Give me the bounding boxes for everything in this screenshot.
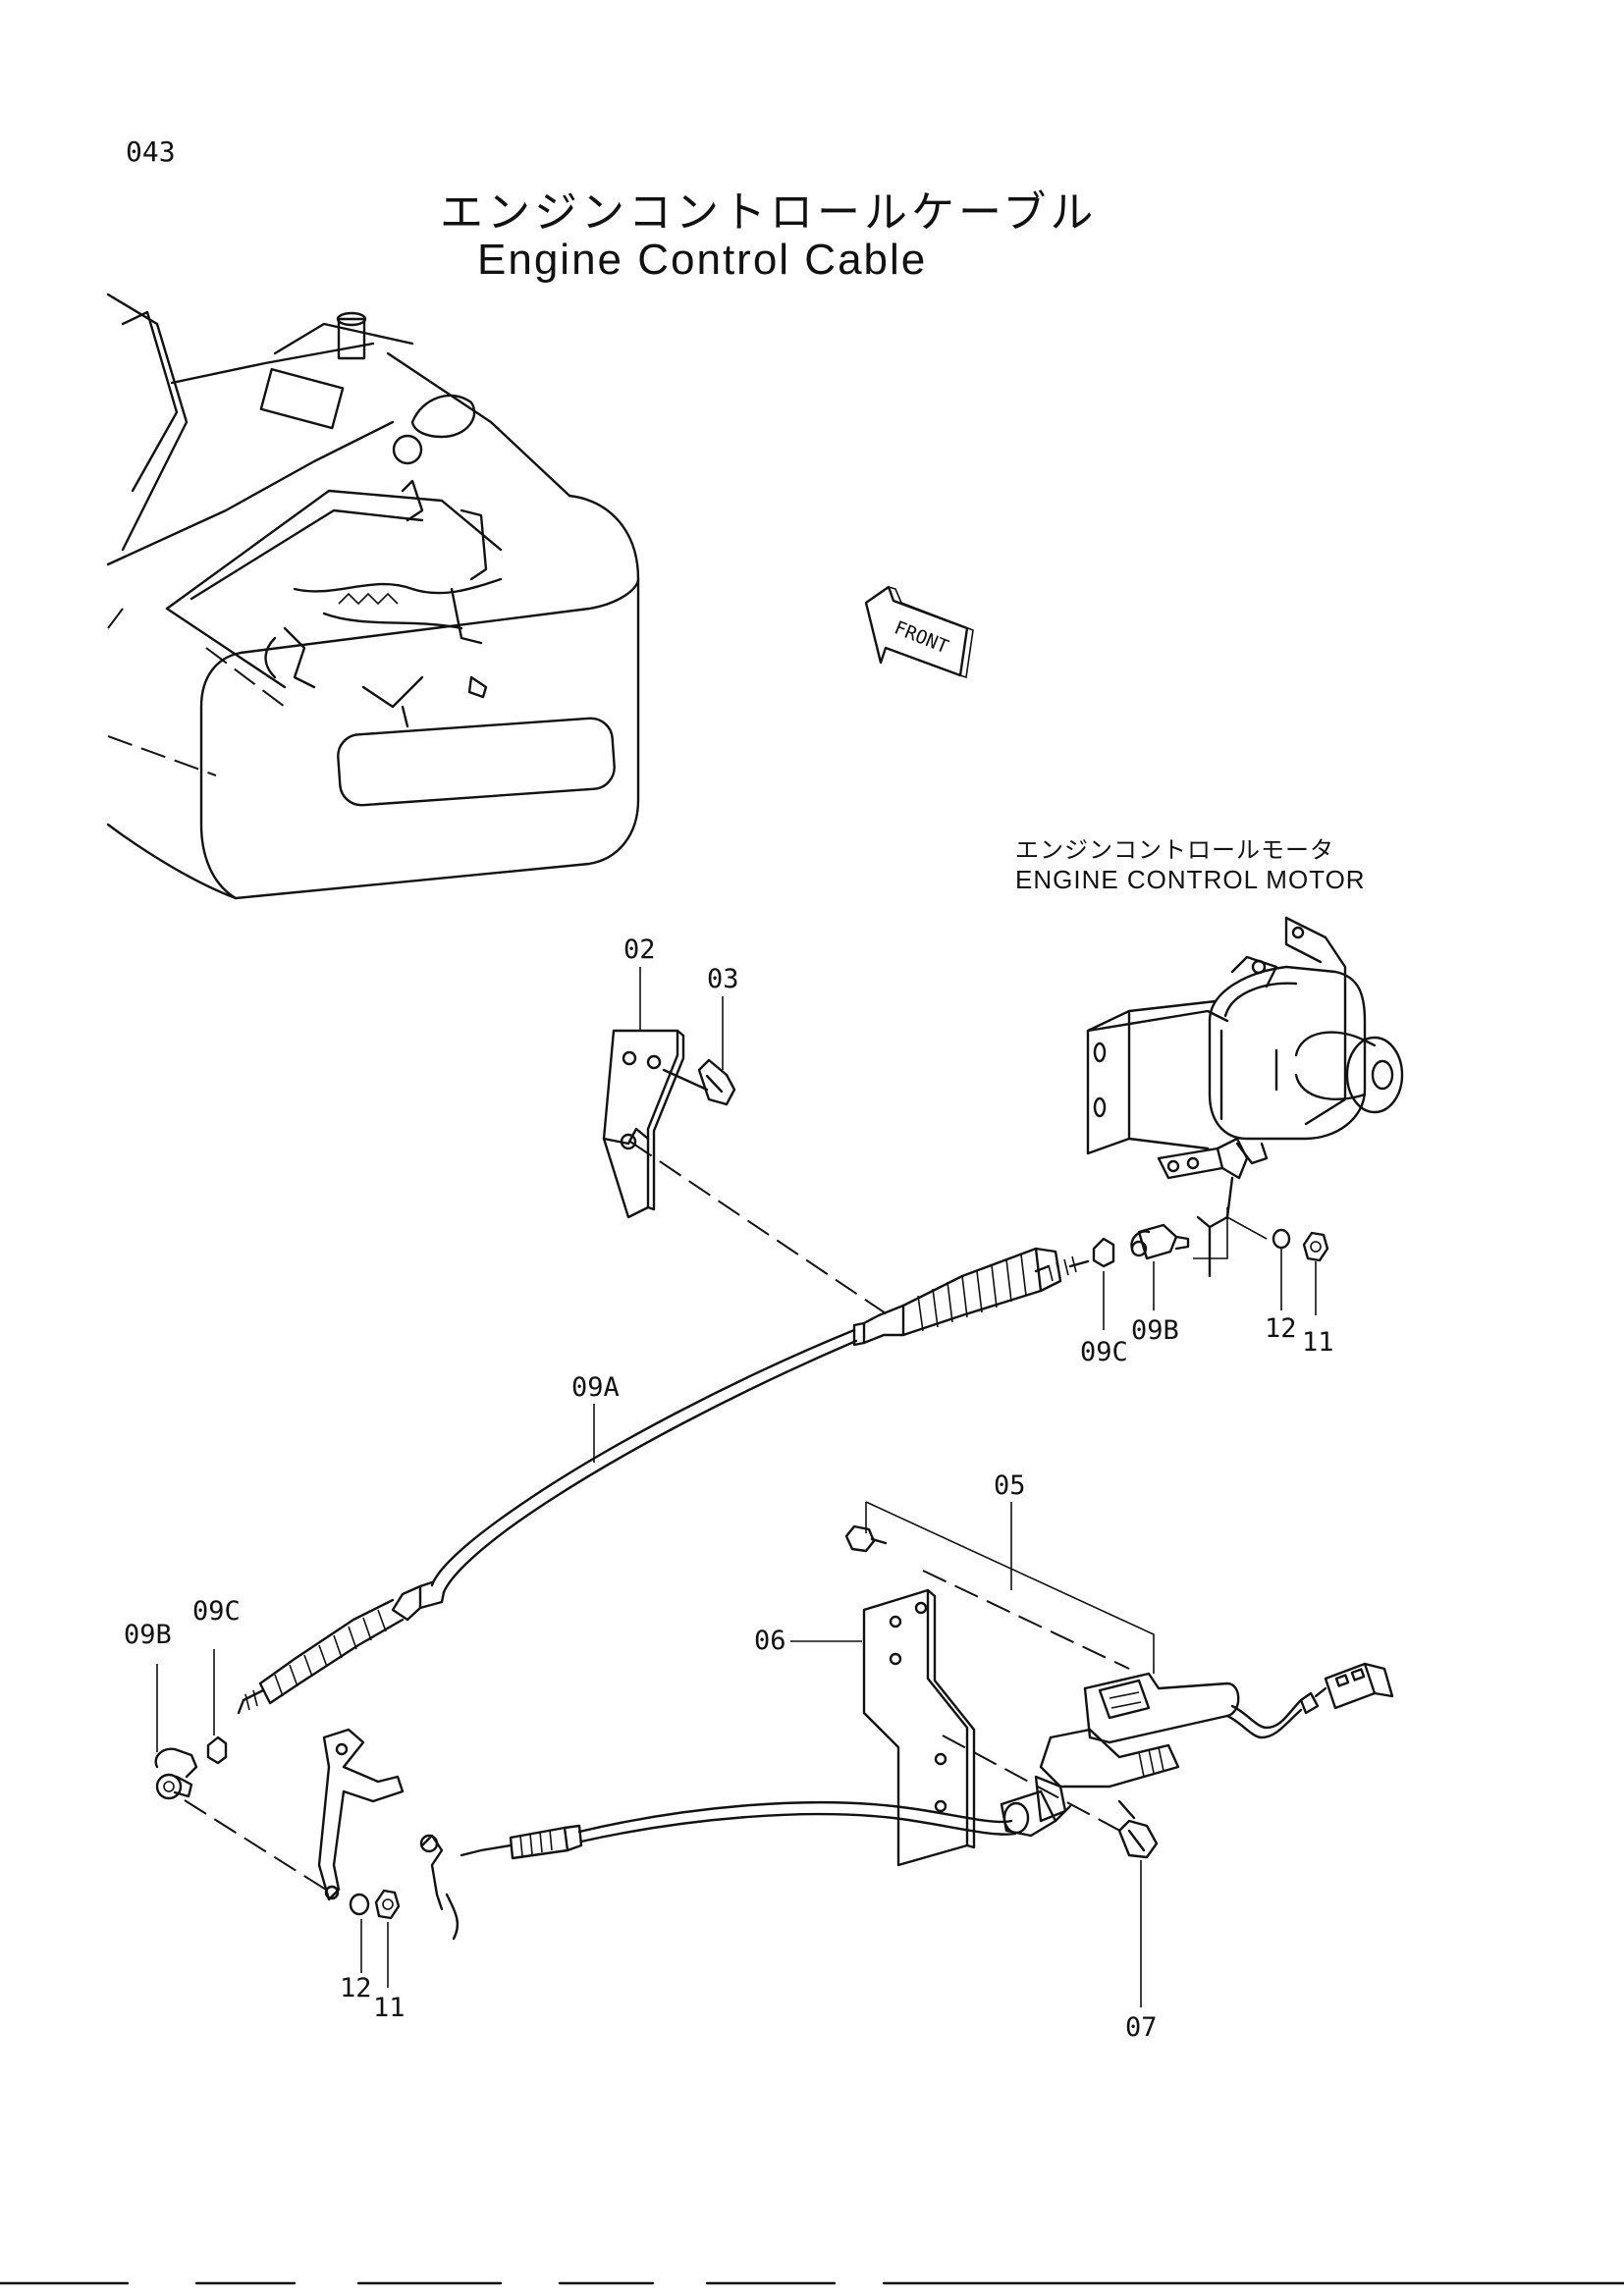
front-direction-arrow	[864, 585, 974, 679]
page-title-english: Engine Control Cable	[477, 236, 928, 284]
callout-03: 03	[707, 964, 739, 994]
callout-11-right: 11	[1302, 1327, 1334, 1358]
nut-11-left	[374, 1889, 401, 1920]
nut-11-right	[1302, 1231, 1329, 1262]
callout-11-left: 11	[373, 1993, 406, 2023]
leader-motor-washer	[1226, 1216, 1268, 1240]
callout-12-right: 12	[1265, 1313, 1297, 1344]
bolt-05-top	[844, 1524, 888, 1553]
bracket-05-outline	[865, 1501, 1155, 1674]
callout-12-left: 12	[340, 1973, 372, 2003]
washer-09c-right	[1092, 1237, 1115, 1268]
engine-control-motor	[1086, 916, 1404, 1278]
callout-leaders	[156, 967, 1317, 2007]
motor-label-english: ENGINE CONTROL MOTOR	[1015, 865, 1366, 894]
callout-05: 05	[994, 1470, 1026, 1501]
callout-02: 02	[623, 934, 656, 965]
callout-06: 06	[754, 1626, 786, 1656]
ball-joint-09b-left	[154, 1747, 198, 1800]
assembly-line-lower-lever	[184, 1799, 327, 1891]
page-number: 043	[126, 135, 176, 168]
page-title-japanese: エンジンコントロールケーブル	[440, 187, 1098, 238]
callout-09c-left: 09C	[192, 1596, 241, 1627]
washer-12-right	[1272, 1228, 1291, 1250]
motor-label-japanese: エンジンコントロールモータ	[1015, 836, 1334, 864]
callout-09a: 09A	[571, 1372, 620, 1403]
mount-plate-06	[862, 1588, 976, 1867]
washer-09c-left	[206, 1735, 228, 1765]
callout-09c-right: 09C	[1080, 1337, 1128, 1367]
ball-joint-09b-right	[1130, 1223, 1190, 1260]
control-cable-09a	[237, 1247, 1090, 1715]
assembly-line-bracket06-top	[922, 1570, 1130, 1670]
callout-09b-right: 09B	[1131, 1315, 1179, 1346]
callout-07: 07	[1125, 2012, 1158, 2043]
leader-motor-bracket	[1193, 1207, 1228, 1259]
actuator-assembly	[1000, 1662, 1394, 1838]
machine-overview-illustration	[106, 293, 640, 900]
bracket-02	[602, 1029, 685, 1219]
assembly-line-bracket02	[629, 1141, 890, 1316]
callout-09b-left: 09B	[124, 1620, 172, 1650]
throttle-cable	[419, 1800, 1017, 1941]
lower-lever-bracket	[317, 1728, 405, 1901]
front-label: FRONT	[892, 617, 951, 659]
washer-12-left	[349, 1893, 370, 1916]
bolt-03	[662, 1058, 736, 1106]
bolt-07	[1117, 1799, 1159, 1859]
